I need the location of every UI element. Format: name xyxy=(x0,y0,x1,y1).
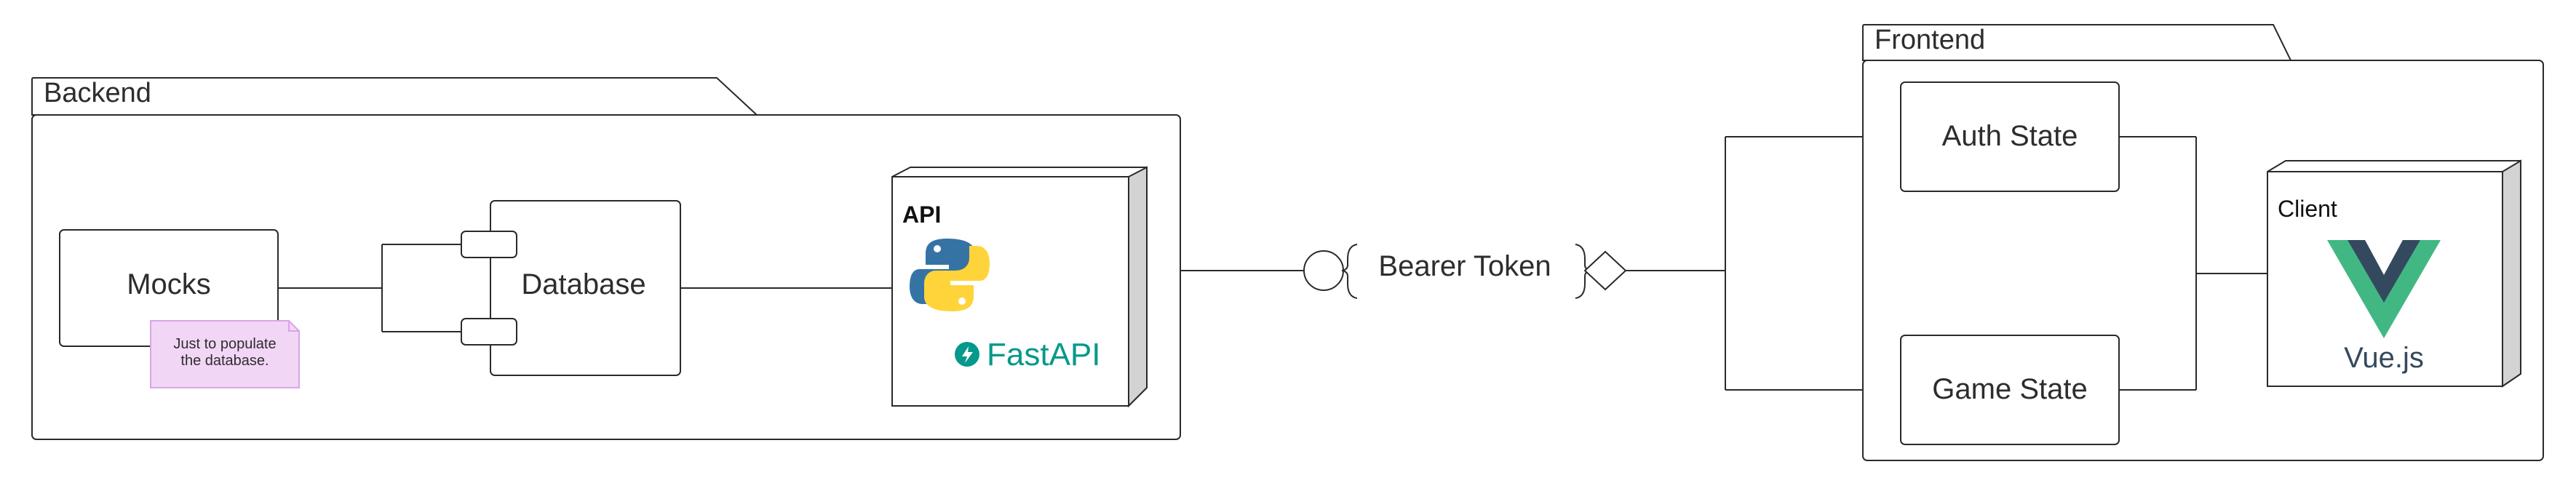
mocks-label: Mocks xyxy=(127,268,211,300)
python-logo xyxy=(910,239,990,311)
frontend-connectors xyxy=(2119,136,2267,391)
vuejs-wordmark: Vue.js xyxy=(2344,342,2424,374)
required-interface-left-brace xyxy=(1341,244,1358,299)
fastapi-logo xyxy=(955,342,979,367)
client-node-title: Client xyxy=(2278,196,2337,222)
provided-interface-circle xyxy=(1303,250,1344,291)
database-port-top xyxy=(461,231,517,258)
auth-state-label: Auth State xyxy=(1942,120,2078,152)
backend-connectors xyxy=(278,244,892,332)
backend-package-title: Backend xyxy=(44,78,151,108)
note xyxy=(150,320,300,388)
vuejs-logo xyxy=(2327,240,2441,338)
api-node[interactable] xyxy=(891,166,1148,408)
game-state-label: Game State xyxy=(1932,373,2087,405)
database-label: Database xyxy=(521,268,645,300)
note-line-1: Just to populate xyxy=(173,336,276,352)
database-port-bottom xyxy=(461,318,517,346)
bearer-token-interface xyxy=(1180,136,1901,391)
note-line-2: the database. xyxy=(180,353,269,369)
frontend-package-title: Frontend xyxy=(1875,25,1985,55)
auth-state-component[interactable] xyxy=(1900,81,2120,192)
bearer-token-label: Bearer Token xyxy=(1378,250,1551,282)
fastapi-wordmark: FastAPI xyxy=(987,337,1101,372)
database-component[interactable] xyxy=(461,200,681,376)
api-node-title: API xyxy=(902,201,941,228)
game-state-component[interactable] xyxy=(1900,335,2120,445)
interface-diamond xyxy=(1583,250,1627,291)
